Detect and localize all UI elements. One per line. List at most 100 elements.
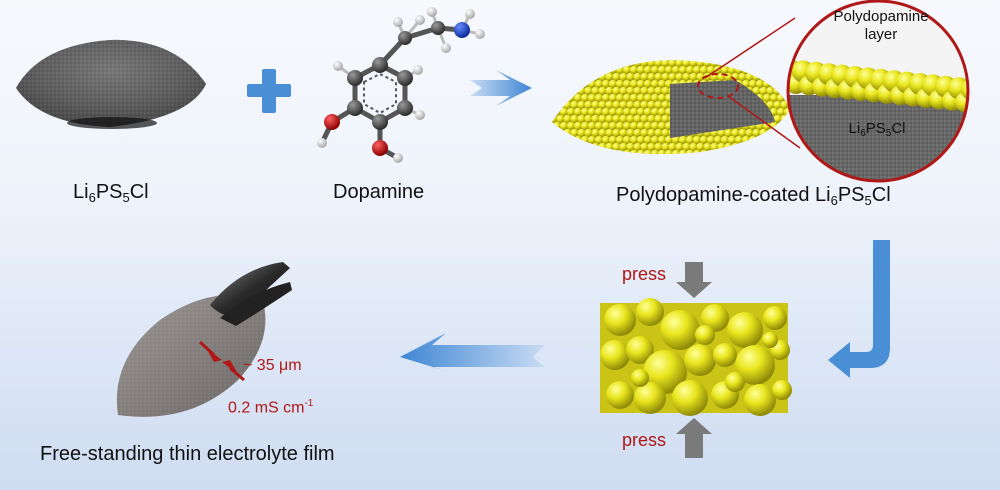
coating-particle — [619, 114, 628, 124]
coating-particle — [612, 100, 621, 110]
coating-particle — [563, 142, 572, 152]
coating-particle — [731, 128, 740, 138]
coating-particle — [552, 107, 555, 117]
coating-particle — [552, 65, 555, 75]
coating-particle — [675, 60, 684, 68]
coating-particle — [619, 142, 628, 152]
coating-particle — [706, 149, 716, 154]
coating-particle — [780, 100, 789, 110]
coating-particle — [647, 100, 656, 110]
coating-particle — [748, 79, 758, 89]
coating-particle — [780, 114, 789, 124]
coating-particle — [692, 135, 702, 145]
coating-particle — [769, 149, 779, 154]
coating-particle — [968, 94, 988, 114]
coating-particle — [601, 93, 611, 103]
coating-particle — [780, 60, 789, 68]
coating-particle — [643, 149, 653, 154]
coating-particle — [577, 72, 586, 82]
coating-particle — [608, 79, 618, 89]
coating-particle — [559, 65, 569, 75]
coating-particle — [552, 93, 562, 103]
coating-particle — [745, 72, 754, 82]
coating-particle — [598, 60, 607, 68]
coating-particle — [762, 93, 772, 103]
coating-particle — [685, 65, 695, 75]
coating-particle — [584, 72, 593, 82]
coating-particle — [584, 128, 593, 138]
coating-particle — [664, 135, 674, 145]
coating-particle — [696, 142, 705, 152]
coating-particle — [556, 142, 565, 152]
coating-particle — [748, 135, 758, 145]
dopamine-molecule — [317, 7, 485, 163]
coating-particle — [559, 149, 569, 154]
coating-particle — [654, 100, 663, 110]
coating-particle — [791, 150, 799, 158]
coating-particle — [755, 135, 765, 145]
coating-particle — [594, 107, 604, 117]
coating-particle — [587, 65, 597, 75]
coating-particle — [752, 142, 761, 152]
coating-particle — [654, 142, 663, 152]
coating-particle — [637, 52, 645, 60]
coating-particle — [615, 121, 625, 131]
coating-particle — [619, 86, 628, 96]
coating-particle — [783, 121, 790, 131]
coating-particle — [587, 121, 597, 131]
coating-particle — [720, 135, 730, 145]
coating-particle — [724, 142, 733, 152]
coating-particle — [661, 128, 670, 138]
coating-particle — [703, 142, 712, 152]
coating-particle — [693, 52, 701, 60]
coating-particle — [612, 114, 621, 124]
coating-particle — [762, 135, 772, 145]
coating-particle — [594, 121, 604, 131]
coating-particle — [552, 86, 558, 96]
coating-particle — [685, 149, 695, 154]
coating-particle — [588, 52, 596, 60]
coating-particle — [668, 72, 677, 82]
coating-particle — [619, 72, 628, 82]
coating-particle — [699, 149, 709, 154]
coating-particle — [657, 135, 667, 145]
coating-particle — [647, 86, 656, 96]
coating-particle — [634, 382, 666, 414]
coating-particle — [608, 107, 618, 117]
coating-particle — [566, 65, 576, 75]
coating-particle — [776, 149, 786, 154]
coating-particle — [692, 65, 702, 75]
coated-particle — [552, 17, 801, 158]
coating-particle — [762, 121, 772, 131]
coating-particle — [552, 72, 558, 82]
coating-particle — [566, 79, 576, 89]
coating-particle — [573, 79, 583, 89]
coating-particle — [604, 304, 636, 336]
coating-particle — [595, 52, 603, 60]
coating-particle — [580, 65, 590, 75]
coating-particle — [580, 93, 590, 103]
coating-particle — [570, 142, 579, 152]
coating-particle — [748, 65, 758, 75]
coating-particle — [622, 93, 632, 103]
pressed-particles — [600, 298, 792, 416]
coating-particle — [598, 128, 607, 138]
coating-particle — [776, 65, 786, 75]
coating-particle — [594, 149, 604, 154]
coating-particle — [727, 312, 763, 348]
coating-particle — [559, 121, 569, 131]
coating-particle — [658, 52, 666, 60]
coating-particle — [769, 65, 779, 75]
coating-particle — [552, 121, 555, 131]
coating-particle — [629, 65, 639, 75]
coating-particle — [672, 52, 680, 60]
coating-particle — [580, 149, 590, 154]
coating-particle — [773, 142, 782, 152]
coating-particle — [622, 135, 632, 145]
coating-particle — [573, 149, 583, 154]
coating-particle — [636, 65, 646, 75]
coating-particle — [759, 128, 768, 138]
coating-particle — [784, 52, 792, 60]
coating-particle — [636, 121, 646, 131]
coating-particle — [755, 149, 765, 154]
